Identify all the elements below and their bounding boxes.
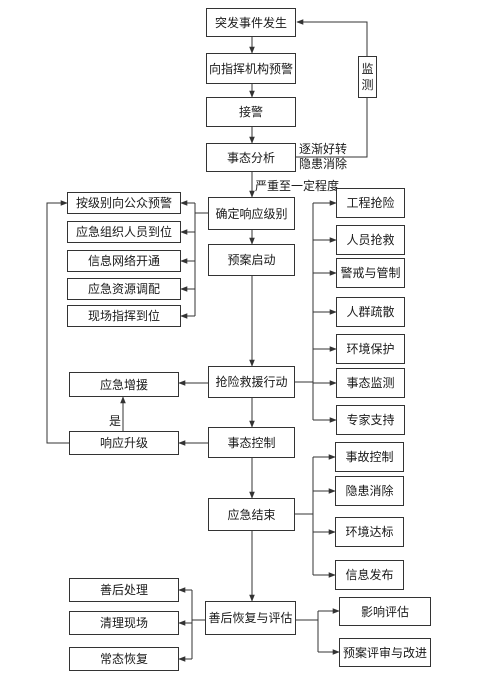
label-improving: 逐渐好转 <box>299 142 348 156</box>
node-accident-control: 事故控制 <box>335 442 404 472</box>
node-expert-support: 专家支持 <box>336 405 405 435</box>
node-receive-alarm: 接警 <box>206 97 296 127</box>
node-resource-allocation: 应急资源调配 <box>67 278 181 300</box>
node-site-cleanup: 清理现场 <box>69 611 179 635</box>
node-emergency-increase: 应急增援 <box>69 372 179 397</box>
monitoring-char-2: 测 <box>361 78 374 92</box>
node-hazard-elimination: 隐患消除 <box>335 476 404 506</box>
node-plan-review: 预案评审与改进 <box>339 638 431 667</box>
node-impact-assessment: 影响评估 <box>339 597 431 626</box>
node-public-warning: 按级别向公众预警 <box>67 192 181 214</box>
node-network-open: 信息网络开通 <box>67 250 181 272</box>
node-info-release: 信息发布 <box>335 560 404 590</box>
node-recovery-evaluation: 善后恢复与评估 <box>205 601 296 635</box>
label-hazard-cleared: 隐患消除 <box>299 157 348 171</box>
node-cordon-control: 警戒与管制 <box>336 258 405 288</box>
node-response-upgrade: 响应升级 <box>69 431 179 455</box>
node-emergency-end: 应急结束 <box>208 498 295 531</box>
monitor-loop <box>295 19 368 158</box>
node-staff-in-place: 应急组织人员到位 <box>67 221 181 243</box>
node-situation-monitoring: 事态监测 <box>336 368 405 398</box>
node-plan-activation: 预案启动 <box>208 244 295 276</box>
node-environment-compliance: 环境达标 <box>335 517 404 547</box>
node-warn-command: 向指挥机构预警 <box>206 53 296 84</box>
node-determine-level: 确定响应级别 <box>208 197 295 230</box>
node-crowd-evacuation: 人群疏散 <box>336 297 405 327</box>
node-incident-occurs: 突发事件发生 <box>206 8 296 37</box>
label-yes: 是 <box>109 414 122 428</box>
node-situation-control: 事态控制 <box>208 427 295 458</box>
node-command-in-place: 现场指挥到位 <box>67 305 181 327</box>
node-situation-analysis: 事态分析 <box>206 143 296 172</box>
node-rescue-action: 抢险救援行动 <box>208 366 295 398</box>
upgrade-loop <box>46 200 69 444</box>
node-personnel-rescue: 人员抢救 <box>336 225 405 255</box>
node-monitoring: 监 测 <box>358 56 377 98</box>
monitoring-char-1: 监 <box>361 62 374 76</box>
node-normal-recovery: 常态恢复 <box>69 647 179 671</box>
node-environment-protection: 环境保护 <box>336 334 405 364</box>
label-serious: 严重至一定程度 <box>255 179 340 193</box>
node-aftermath-handling: 善后处理 <box>69 578 179 602</box>
node-engineering-rescue: 工程抢险 <box>336 188 405 218</box>
